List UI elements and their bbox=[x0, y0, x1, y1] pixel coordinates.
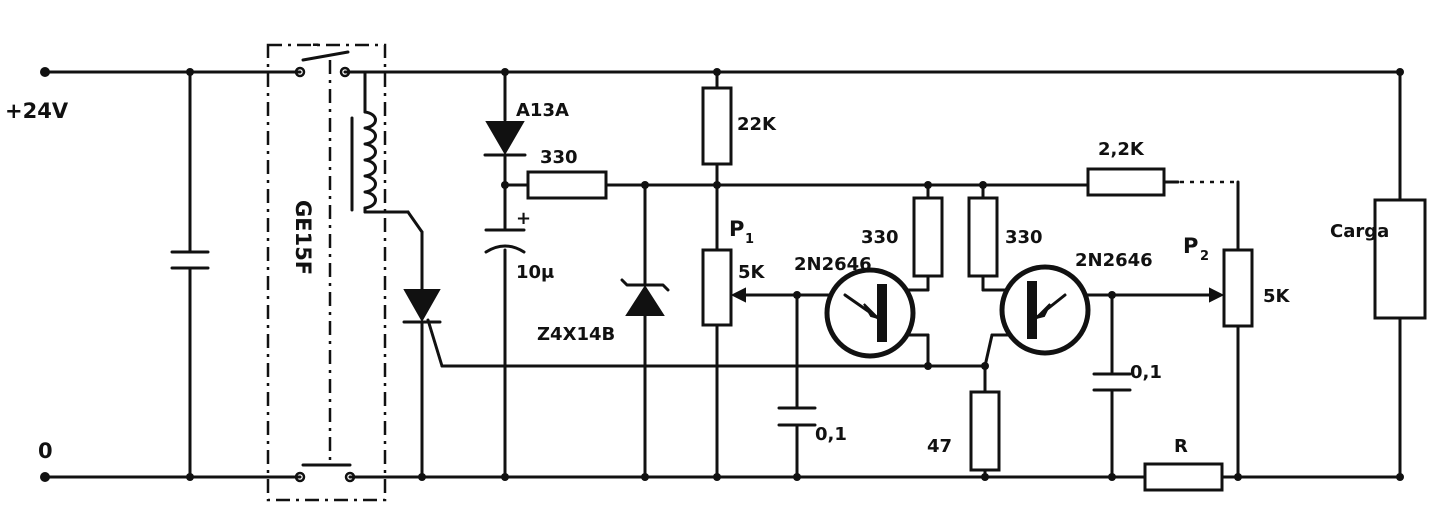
load-label: Carga bbox=[1330, 221, 1389, 242]
filter-capacitor bbox=[170, 250, 210, 270]
resistor-2k2 bbox=[1086, 167, 1166, 197]
zener-label: Z4X14B bbox=[537, 324, 615, 345]
capacitor-right-0-1 bbox=[1092, 372, 1132, 392]
pot-p1-value: 5K bbox=[738, 262, 766, 283]
resistors bbox=[526, 86, 1224, 492]
ujt-right-label: 2N2646 bbox=[1075, 250, 1153, 271]
cap-right-label: 0,1 bbox=[1130, 362, 1162, 383]
resistor-330-right bbox=[967, 196, 999, 278]
cap-10u-label: 10μ bbox=[516, 262, 554, 283]
relay-label: GE15F bbox=[291, 200, 315, 275]
pot-p1-label: P bbox=[729, 217, 744, 241]
load-carga bbox=[1373, 198, 1427, 320]
ujt-transistor-right bbox=[999, 264, 1091, 356]
supply-ground-label: 0 bbox=[38, 439, 53, 463]
resistor-47-label: 47 bbox=[927, 436, 952, 457]
junction-dots bbox=[40, 67, 1404, 482]
labels: +24V 0 A13A 22K 330 10μ Z4X14B P 1 5K 33… bbox=[5, 99, 1389, 463]
potentiometer-p1 bbox=[701, 248, 746, 327]
pot-p2-value: 5K bbox=[1263, 286, 1291, 307]
resistor-47 bbox=[969, 390, 1001, 472]
resistor-330-left bbox=[912, 196, 944, 278]
resistor-22k-label: 22K bbox=[737, 114, 777, 135]
resistor-330-series-label: 330 bbox=[540, 147, 578, 168]
svg-text:-: - bbox=[312, 34, 319, 55]
pot-p1-subscript: 1 bbox=[745, 232, 754, 247]
resistor-r bbox=[1143, 462, 1224, 492]
resistor-330-series bbox=[526, 170, 608, 200]
diode-a13a-label: A13A bbox=[516, 100, 569, 121]
diode-a13a bbox=[483, 121, 527, 157]
resistor-r-label: R bbox=[1174, 436, 1188, 457]
potentiometer-p2 bbox=[1209, 248, 1254, 328]
scr-thyristor bbox=[402, 289, 442, 324]
zener-diode bbox=[620, 278, 670, 316]
svg-text:+: + bbox=[516, 208, 531, 229]
capacitor-left-0-1 bbox=[777, 406, 817, 427]
resistor-22k bbox=[701, 86, 733, 166]
capacitor-10u: + bbox=[484, 208, 531, 254]
cap-left-label: 0,1 bbox=[815, 424, 847, 445]
resistor-330-right-label: 330 bbox=[1005, 227, 1043, 248]
ujt-transistor-left bbox=[824, 267, 916, 359]
resistor-2k2-label: 2,2K bbox=[1098, 139, 1145, 160]
supply-positive-label: +24V bbox=[5, 99, 69, 123]
ujt-left-label: 2N2646 bbox=[794, 254, 872, 275]
resistor-330-left-label: 330 bbox=[861, 227, 899, 248]
pot-p2-subscript: 2 bbox=[1200, 249, 1209, 264]
pot-p2-label: P bbox=[1183, 234, 1198, 258]
relay-ge15f: - GE15F bbox=[266, 34, 387, 502]
wires bbox=[43, 70, 1402, 479]
